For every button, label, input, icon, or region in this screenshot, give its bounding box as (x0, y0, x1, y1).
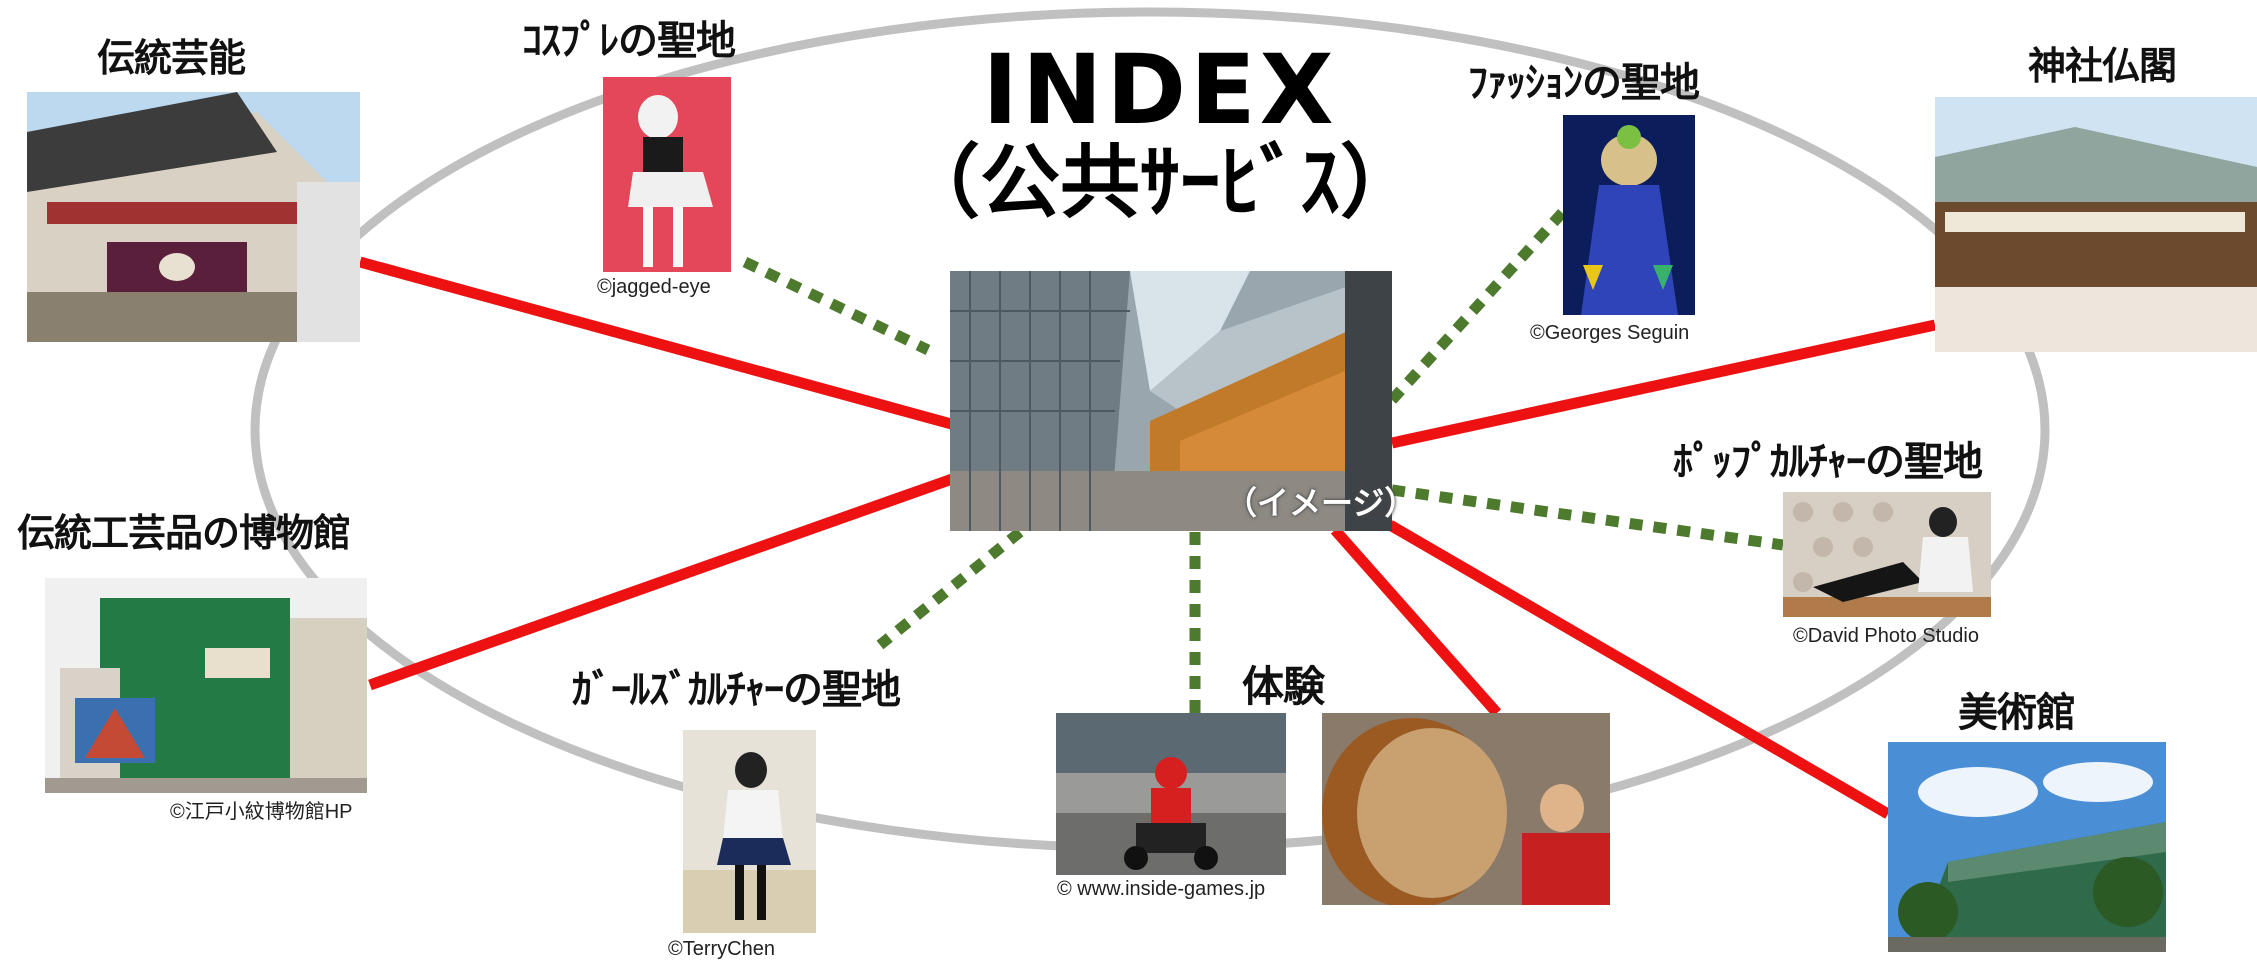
girls-culture-photo (683, 730, 816, 933)
label-pop-culture: ﾎﾟｯﾌﾟｶﾙﾁｬｰの聖地 (1673, 439, 1983, 485)
connector-girls-culture (876, 527, 1024, 650)
label-art-museum: 美術館 (1958, 690, 2076, 736)
label-shrines: 神社仏閣 (2028, 44, 2177, 88)
connector-art-museum (1387, 520, 1891, 819)
label-girls-culture: ｶﾞｰﾙｽﾞｶﾙﾁｬｰの聖地 (572, 667, 901, 713)
label-experience: 体験 (1242, 662, 1325, 711)
fashion-credit: ©Georges Seguin (1530, 322, 1690, 344)
experience-kart-photo (1056, 713, 1286, 875)
connector-pop-culture (1391, 484, 1784, 551)
label-cosplay: ｺｽﾌﾟﾚの聖地 (522, 18, 736, 64)
art-museum-photo (1888, 742, 2166, 952)
connector-fashion (1387, 208, 1568, 404)
center-image-caption: （イメージ） (1225, 484, 1417, 522)
pop-culture-photo (1783, 492, 1991, 617)
connector-crafts-museum (368, 472, 957, 691)
page-title: INDEX （公共ｻｰﾋﾞｽ） (860, 40, 1460, 225)
experience-credit: © www.inside-games.jp (1057, 878, 1266, 900)
connector-traditional-arts (358, 256, 957, 431)
label-crafts-museum: 伝統工芸品の博物館 (17, 511, 351, 555)
fashion-photo (1563, 115, 1695, 315)
connector-shrines (1390, 319, 1937, 449)
title-line-1: INDEX (982, 34, 1338, 146)
center-atrium-image (950, 271, 1392, 531)
traditional-arts-photo (27, 92, 360, 342)
cosplay-photo (603, 77, 731, 272)
connector-cosplay (742, 257, 931, 355)
connector-experience-drum (1330, 526, 1502, 717)
girls-culture-credit: ©TerryChen (668, 938, 775, 960)
shrines-photo (1935, 97, 2257, 352)
label-fashion: ﾌｧｯｼｮﾝの聖地 (1468, 60, 1700, 106)
cosplay-credit: ©jagged-eye (597, 276, 711, 298)
pop-culture-credit: ©David Photo Studio (1793, 625, 1979, 647)
title-line-2: （公共ｻｰﾋﾞｽ） (900, 135, 1420, 229)
label-traditional-arts: 伝統芸能 (97, 36, 246, 80)
crafts-museum-photo (45, 578, 367, 793)
experience-drum-photo (1322, 713, 1610, 905)
crafts-museum-credit: ©江戸小紋博物館HP (170, 801, 353, 823)
